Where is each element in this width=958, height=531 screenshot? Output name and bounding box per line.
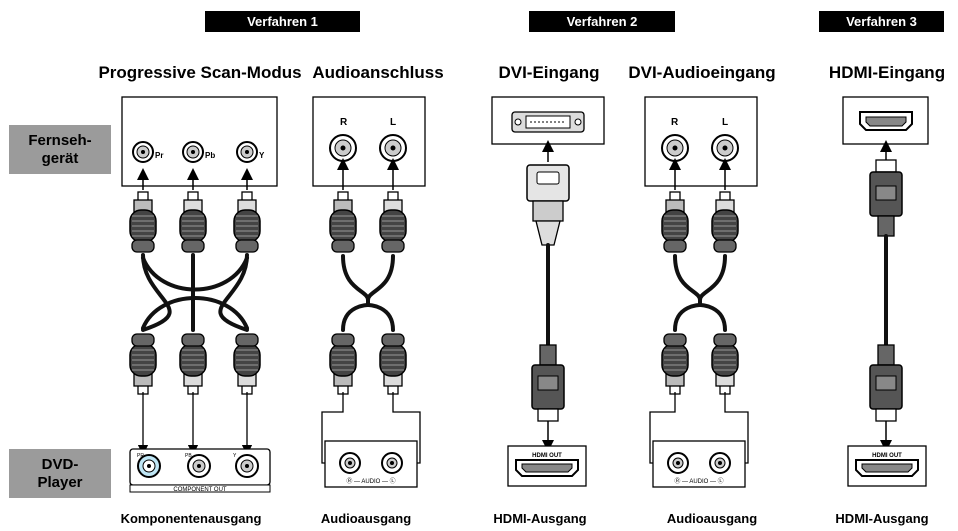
heading-progressive-scan: Progressive Scan-Modus xyxy=(98,63,302,82)
tv-jack-label-y: Y xyxy=(259,151,265,160)
tv-panel-audio-1 xyxy=(312,96,426,187)
heading-audioanschluss: Audioanschluss xyxy=(312,63,444,82)
audio-plug-bottom-r-1 xyxy=(329,333,357,395)
hdmi-out-label-2: HDMI OUT xyxy=(872,453,902,459)
label-dvd-player: DVD- Player xyxy=(9,449,111,498)
hdmi-plug-grip-2 xyxy=(875,375,897,391)
audio-plug-top-r-1 xyxy=(329,191,357,253)
component-cable-cross-bottom xyxy=(141,296,249,330)
dvd-label-pb: PB xyxy=(185,453,192,459)
component-plug-top-1 xyxy=(179,191,207,253)
audio-out-label-1: Ⓡ — AUDIO — Ⓛ xyxy=(346,477,395,485)
tv-jack-label-pb: Pb xyxy=(205,151,215,160)
audio-cable-top-2 xyxy=(673,254,727,301)
dvd-jack-y xyxy=(235,454,259,478)
hdmi-plug-grip-1 xyxy=(537,375,559,391)
dvi-plug-screws xyxy=(532,200,564,222)
audio-plug-top-r-2 xyxy=(661,191,689,253)
component-plug-bottom-0 xyxy=(129,333,157,395)
heading-dvi-eingang: DVI-Eingang xyxy=(498,63,600,82)
hdmi-plug-neck-2 xyxy=(877,344,895,366)
component-plug-top-2 xyxy=(233,191,261,253)
heading-hdmi-eingang: HDMI-Eingang xyxy=(828,63,946,82)
hdmi-port-tv xyxy=(859,111,913,131)
audio-plug-top-l-2 xyxy=(711,191,739,253)
component-plug-bottom-1 xyxy=(179,333,207,395)
audio-plug-top-l-1 xyxy=(379,191,407,253)
hdmi-plug-neck-1 xyxy=(539,344,557,366)
cable-bundle xyxy=(129,140,903,469)
banner-verfahren-3: Verfahren 3 xyxy=(819,11,944,32)
tv-jack-label-l-1: L xyxy=(390,117,396,128)
tv-jack-r-2 xyxy=(661,134,689,162)
audio-plug-bottom-l-2 xyxy=(711,333,739,395)
footer-komponentenausgang: Komponentenausgang xyxy=(120,511,262,526)
component-cable-0 xyxy=(141,253,172,332)
audio-cable-bottom-1 xyxy=(341,302,395,332)
component-cable-2 xyxy=(218,253,249,332)
footer-hdmi-ausgang-1: HDMI-Ausgang xyxy=(493,511,587,526)
footer-audioausgang-2: Audioausgang xyxy=(666,511,758,526)
dvd-jack-r-2 xyxy=(667,452,689,474)
tv-jack-label-pr: Pr xyxy=(155,151,163,160)
audio-cable-top-1 xyxy=(341,254,395,301)
audio-plug-bottom-l-1 xyxy=(379,333,407,395)
tv-jack-l-1 xyxy=(379,134,407,162)
tv-jack-r-1 xyxy=(329,134,357,162)
dvi-port xyxy=(511,111,585,133)
dvd-panel-hdmi-2 xyxy=(847,445,927,487)
hdmi-plug-tip-top xyxy=(875,159,897,173)
dvd-panel-hdmi-1 xyxy=(507,445,587,487)
tv-jack-pb xyxy=(182,141,204,163)
tv-panel-audio-2 xyxy=(644,96,758,187)
label-tv: Fernseh- gerät xyxy=(9,125,111,174)
component-out-label: COMPONENT OUT xyxy=(173,487,227,493)
dvd-label-pr: PR xyxy=(137,453,144,459)
dvd-jack-pb xyxy=(187,454,211,478)
dvd-jack-r-1 xyxy=(339,452,361,474)
footer-audioausgang-1: Audioausgang xyxy=(320,511,412,526)
dvi-plug-logo xyxy=(536,171,560,185)
tv-jack-label-r-2: R xyxy=(671,117,679,128)
hdmi-plug-tip-2 xyxy=(875,408,897,422)
dvd-label-y: Y xyxy=(233,453,237,459)
hdmi-plug-neck-top xyxy=(877,215,895,237)
heading-dvi-audioeingang: DVI-Audioeingang xyxy=(628,63,776,82)
footer-hdmi-ausgang-2: HDMI-Ausgang xyxy=(835,511,929,526)
dvd-jack-l-2 xyxy=(709,452,731,474)
hdmi-plug-grip-top xyxy=(875,185,897,201)
audio-plug-bottom-r-2 xyxy=(661,333,689,395)
component-plug-top-0 xyxy=(129,191,157,253)
tv-jack-y xyxy=(236,141,258,163)
hdmi-out-label-1: HDMI OUT xyxy=(532,453,562,459)
banner-verfahren-1: Verfahren 1 xyxy=(205,11,360,32)
tv-jack-label-r-1: R xyxy=(340,117,348,128)
dvd-jack-l-1 xyxy=(381,452,403,474)
component-plug-bottom-2 xyxy=(233,333,261,395)
audio-out-label-2: Ⓡ — AUDIO — Ⓛ xyxy=(674,477,723,485)
tv-jack-l-2 xyxy=(711,134,739,162)
banner-verfahren-2: Verfahren 2 xyxy=(529,11,675,32)
tv-jack-pr xyxy=(132,141,154,163)
dvd-jack-pr xyxy=(137,454,161,478)
hdmi-plug-tip-1 xyxy=(537,408,559,422)
audio-cable-bottom-2 xyxy=(673,302,727,332)
tv-jack-label-l-2: L xyxy=(722,117,728,128)
dvi-plug-boot xyxy=(535,220,561,246)
component-cable-cross-top xyxy=(141,256,249,292)
